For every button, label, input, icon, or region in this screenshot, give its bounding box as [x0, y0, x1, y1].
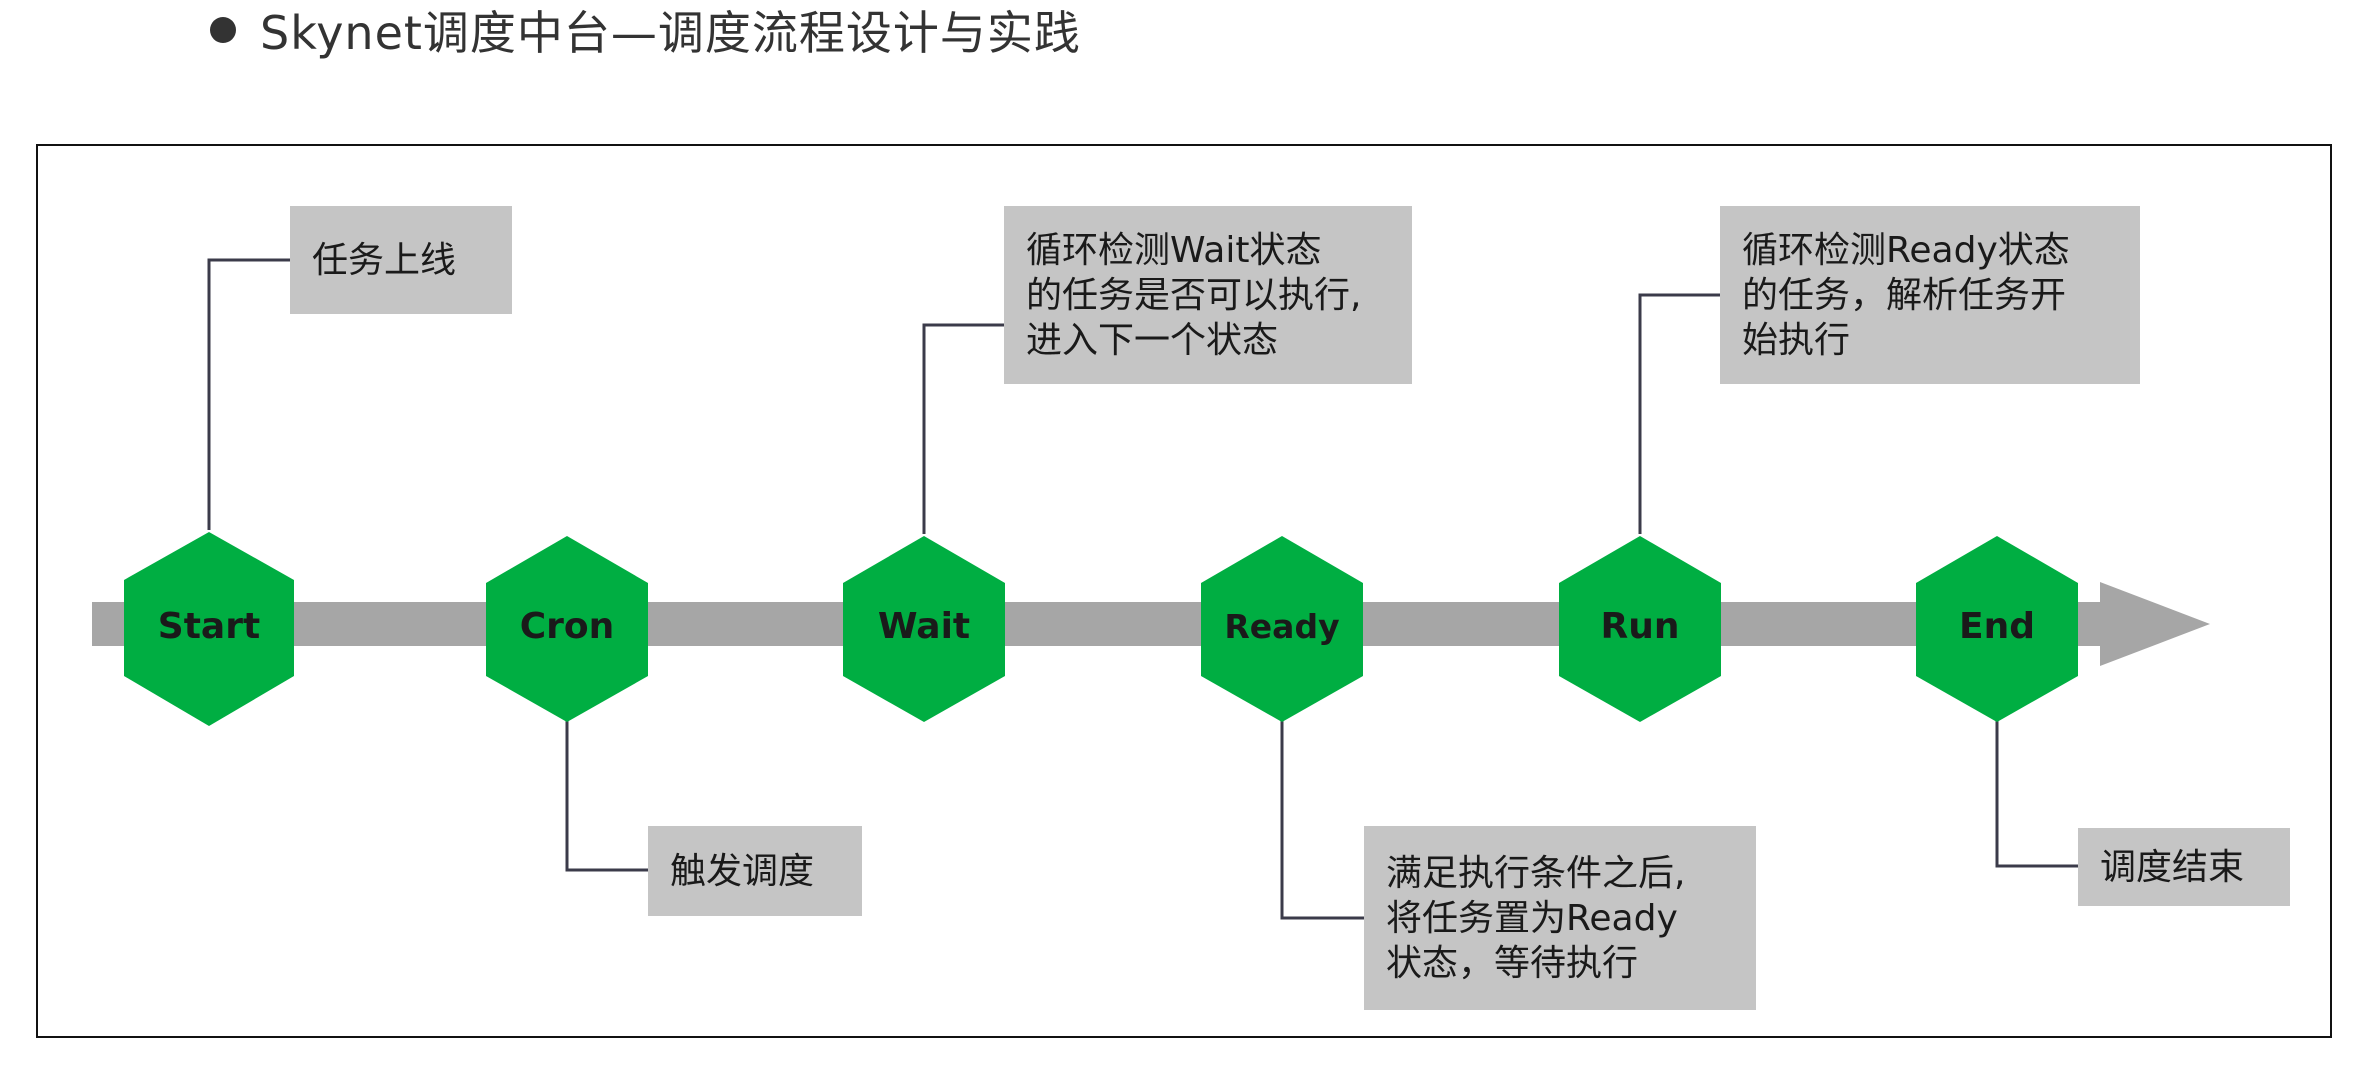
hexagon: [1916, 536, 2078, 722]
stage-start: Start: [124, 532, 294, 726]
hexagon: [1201, 536, 1363, 722]
stage-label: Ready: [1224, 607, 1339, 646]
heading: Skynet调度中台—调度流程设计与实践: [210, 0, 1081, 60]
stage-run: Run: [1559, 536, 1721, 722]
heading-title: Skynet调度中台—调度流程设计与实践: [260, 6, 1081, 60]
note-end: 调度结束: [2078, 828, 2290, 906]
hexagon: [1559, 536, 1721, 722]
note-run: 循环检测Ready状态 的任务，解析任务开 始执行: [1720, 206, 2140, 384]
connector-end: [1995, 720, 2080, 868]
timeline-arrowhead: [2100, 582, 2210, 666]
stage-label: Run: [1601, 606, 1680, 647]
connector-wait: [922, 323, 1004, 534]
note-ready: 满足执行条件之后, 将任务置为Ready 状态，等待执行: [1364, 826, 1756, 1010]
connector-ready: [1280, 720, 1366, 920]
stage-cron: Cron: [486, 536, 648, 722]
connectors: [207, 258, 2080, 920]
stage-label: End: [1959, 606, 2035, 647]
note-start: 任务上线: [290, 206, 512, 314]
stage-label: Wait: [878, 606, 970, 647]
stage-label: Cron: [520, 606, 615, 647]
stage-ready: Ready: [1201, 536, 1363, 722]
connector-cron: [565, 720, 650, 872]
hexagon: [486, 536, 648, 722]
connector-run: [1638, 293, 1720, 534]
hexagon: [124, 532, 294, 726]
timeline-bar: [92, 602, 2104, 646]
stage-wait: Wait: [843, 536, 1005, 722]
hexagon: [843, 536, 1005, 722]
note-cron: 触发调度: [648, 826, 862, 916]
connector-start: [207, 258, 292, 530]
stage-end: End: [1916, 536, 2078, 722]
note-wait: 循环检测Wait状态 的任务是否可以执行, 进入下一个状态: [1004, 206, 1412, 384]
diagram-frame: [36, 144, 2332, 1038]
bullet-icon: [210, 17, 236, 43]
stage-label: Start: [158, 606, 260, 647]
